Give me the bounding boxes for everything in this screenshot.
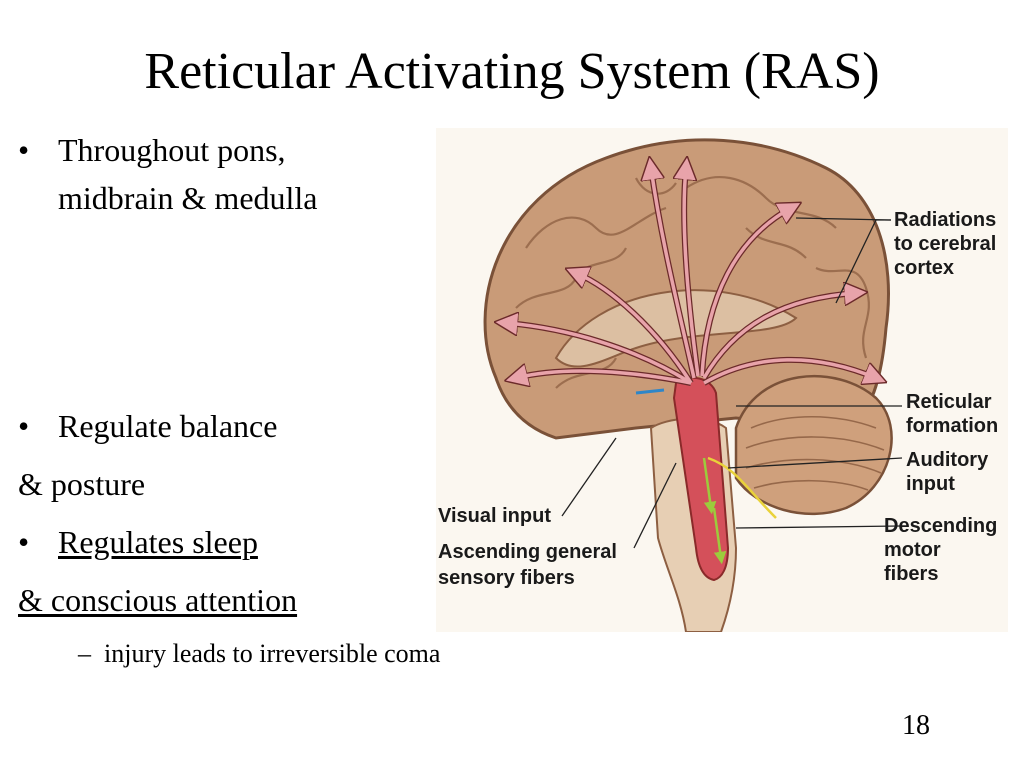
bullet-icon: • [18,132,30,168]
brain-diagram: Radiations to cerebral cortex Reticular … [438,138,998,633]
slide-title: Reticular Activating System (RAS) [144,43,880,100]
dash-icon: – [78,639,91,668]
leader-lines [561,217,903,549]
visual-pathway [635,388,665,395]
page-number: 18 [902,710,930,741]
radiation-arrows-fill [505,167,877,385]
sub-bullet-text: injury leads to irreversible coma [104,639,441,668]
bullet-icon: • [18,408,30,444]
auditory-pathway [707,456,777,519]
bullet-continuation: & posture [18,466,146,502]
label-auditory-input: input [906,473,955,495]
label-ascending-fibers: Ascending general [438,541,617,563]
descending-arrows [702,457,727,565]
label-auditory-input: Auditory [906,449,989,471]
bullet-continuation: midbrain & medulla [58,180,318,216]
bullet-continuation: & conscious attention [18,582,298,618]
bullet-icon: • [18,524,30,560]
bullet-item-sleep: • Regulates sleep [18,522,258,562]
label-radiations: cortex [894,257,954,279]
label-visual-input: Visual input [438,505,551,527]
label-descending-fibers: fibers [884,563,938,585]
sub-bullet-item: – injury leads to irreversible coma [78,634,440,674]
label-radiations: to cerebral [894,233,996,255]
bullet-item-balance: • Regulate balance [18,406,277,446]
brain-figure: Radiations to cerebral cortex Reticular … [436,128,1008,633]
bullet-text: Throughout pons, [58,132,286,168]
label-reticular-formation: Reticular [906,391,992,413]
bullet-text: Regulates sleep [58,524,258,560]
cerebellum-folia [745,415,885,491]
cerebellum-shape [734,374,893,516]
bullet-text: Regulate balance [58,408,278,444]
label-descending-fibers: motor [884,539,941,561]
reticular-formation-shape [672,376,730,582]
label-radiations: Radiations [894,209,996,231]
bullet-item-location: • Throughout pons, [18,130,286,170]
label-reticular-formation: formation [906,415,998,437]
label-ascending-fibers: sensory fibers [438,567,575,589]
label-descending-fibers: Descending [884,515,997,537]
